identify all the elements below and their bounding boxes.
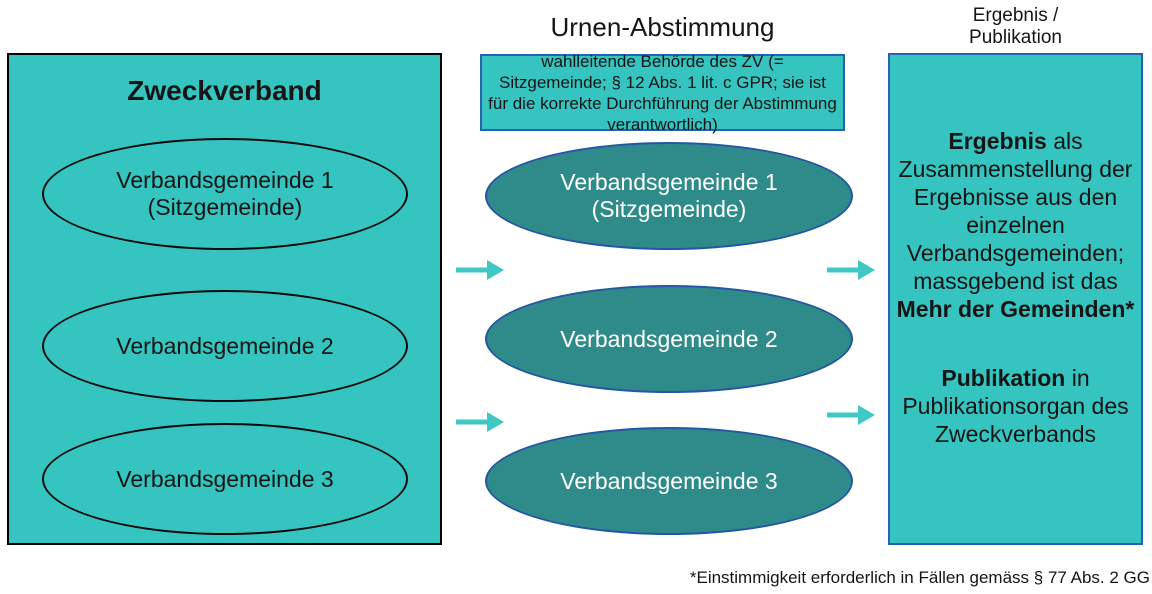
mid-verbandsgemeinde-3-ellipse: Verbandsgemeinde 3: [485, 427, 853, 535]
arrow-right-icon: [456, 260, 504, 280]
ergebnis-publikation-header: Ergebnis / Publikation: [969, 5, 1062, 48]
left-verbandsgemeinde-2-label: Verbandsgemeinde 2: [116, 332, 334, 359]
arrow-right-icon: [827, 405, 875, 425]
wahlleitende-behoerde-text: wahlleitende Behörde des ZV (= Sitzgemei…: [488, 51, 837, 134]
mehr-der-gemeinden-emphasis: Mehr der Gemeinden*: [896, 296, 1135, 322]
left-verbandsgemeinde-2-ellipse: Verbandsgemeinde 2: [42, 290, 408, 402]
mid-verbandsgemeinde-2-label: Verbandsgemeinde 2: [560, 325, 778, 352]
publikation-lead: Publikation: [941, 365, 1066, 391]
arrow-right-icon: [827, 260, 875, 280]
urnen-abstimmung-header: Urnen-Abstimmung: [550, 12, 775, 42]
ergebnis-publikation-body: Ergebnis als Zusammenstellung der Ergebn…: [888, 127, 1143, 448]
left-verbandsgemeinde-1-ellipse: Verbandsgemeinde 1 (Sitzgemeinde): [42, 138, 408, 250]
zweckverband-title: Zweckverband: [127, 75, 322, 106]
mid-verbandsgemeinde-1-ellipse: Verbandsgemeinde 1 (Sitzgemeinde): [485, 142, 853, 250]
left-verbandsgemeinde-1-label: Verbandsgemeinde 1 (Sitzgemeinde): [116, 167, 334, 220]
ergebnis-lead: Ergebnis: [948, 128, 1047, 154]
mid-verbandsgemeinde-1-label: Verbandsgemeinde 1 (Sitzgemeinde): [560, 169, 778, 222]
ergebnis-paragraph: Ergebnis als Zusammenstellung der Ergebn…: [896, 127, 1135, 323]
mid-verbandsgemeinde-3-label: Verbandsgemeinde 3: [560, 467, 778, 494]
wahlleitende-behoerde-box: wahlleitende Behörde des ZV (= Sitzgemei…: [480, 52, 845, 134]
arrow-right-icon: [456, 412, 504, 432]
mid-verbandsgemeinde-2-ellipse: Verbandsgemeinde 2: [485, 285, 853, 393]
publikation-text: in Publikationsorgan des Zweckverbands: [902, 365, 1129, 447]
left-verbandsgemeinde-3-label: Verbandsgemeinde 3: [116, 465, 334, 492]
left-verbandsgemeinde-3-ellipse: Verbandsgemeinde 3: [42, 423, 408, 535]
ergebnis-text: als Zusammenstellung der Ergebnisse aus …: [898, 128, 1133, 294]
footnote: *Einstimmigkeit erforderlich in Fällen g…: [689, 568, 1150, 587]
publikation-paragraph: Publikation in Publikationsorgan des Zwe…: [896, 364, 1135, 448]
zweckverband-panel: Zweckverband Verbandsgemeinde 1 (Sitzgem…: [7, 53, 442, 545]
ergebnis-publikation-panel: [888, 53, 1143, 545]
